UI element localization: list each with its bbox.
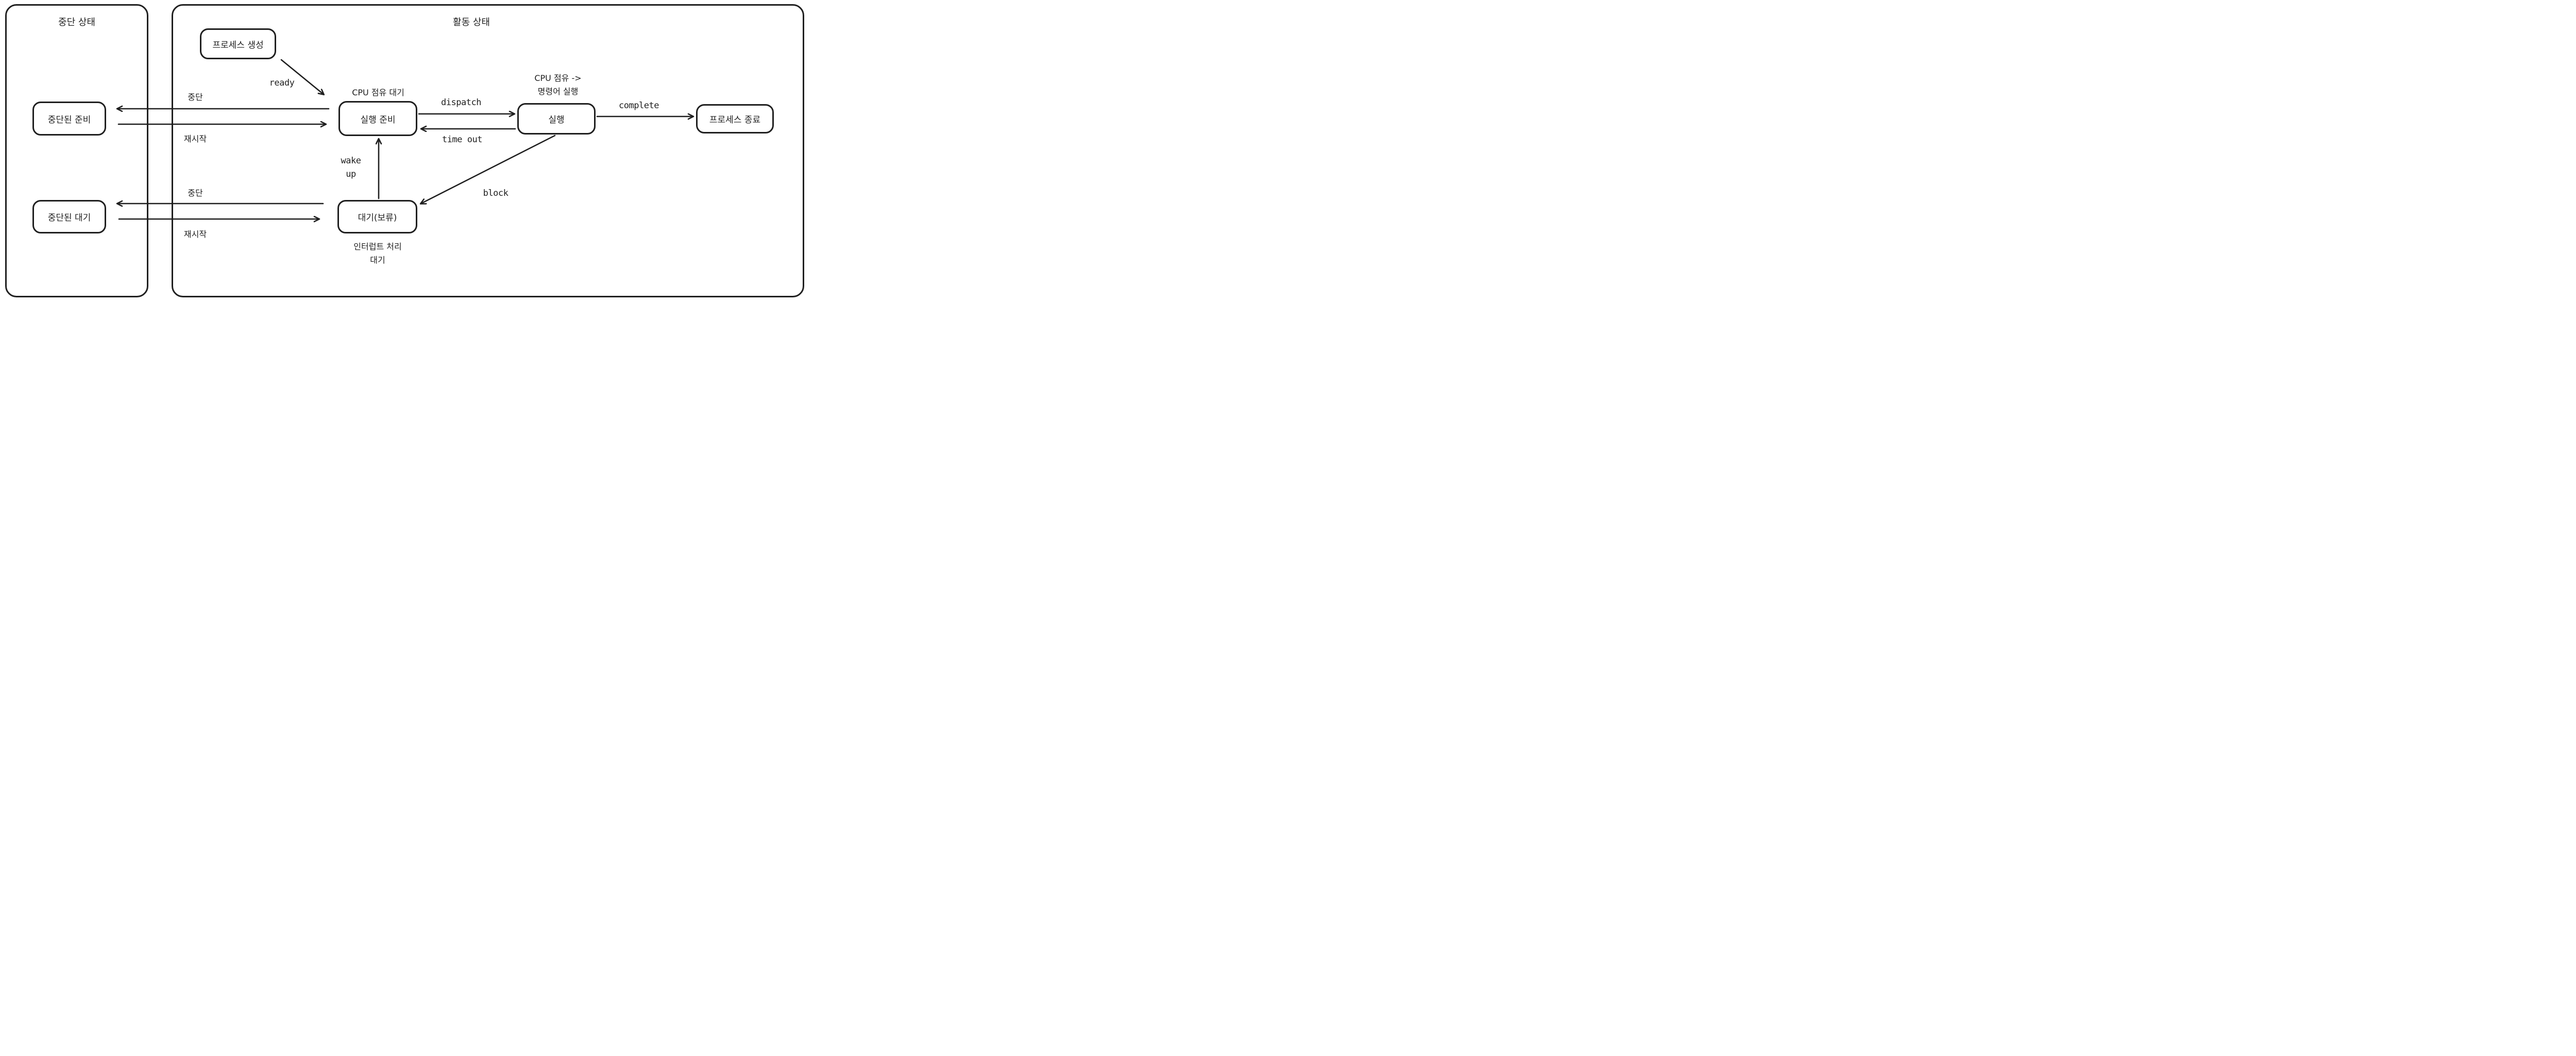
process-state-diagram: 중단 상태 활동 상태 프로세스 생성 중단된 준비 중단된 대기 실행 준비 … (0, 0, 808, 301)
suspended-states-title: 중단 상태 (56, 15, 97, 28)
state-box-terminated: 프로세스 종료 (696, 104, 774, 133)
arrow-block (421, 135, 556, 204)
label-dispatch: dispatch (441, 97, 481, 108)
state-box-running: 실행 (517, 103, 596, 135)
caption-cpu-run-line2: 명령어 실행 (537, 87, 579, 96)
caption-cpu-run: CPU 점유 -> 명령어 실행 (534, 72, 581, 98)
suspended-states-container (5, 4, 148, 297)
label-suspend-bottom: 중단 (188, 188, 203, 198)
state-box-process-create: 프로세스 생성 (200, 28, 276, 59)
label-resume-bottom: 재시작 (183, 229, 207, 239)
label-suspend-top: 중단 (188, 92, 203, 102)
label-complete: complete (619, 100, 659, 111)
caption-interrupt-wait: 인터럽트 처리 대기 (353, 240, 401, 267)
state-box-ready: 실행 준비 (338, 101, 417, 136)
state-box-suspended-ready: 중단된 준비 (32, 102, 106, 136)
caption-interrupt-wait-line1: 인터럽트 처리 (353, 242, 402, 252)
label-wake-up-line1: wake (341, 156, 361, 166)
state-box-suspended-wait: 중단된 대기 (32, 200, 106, 233)
arrow-ready (280, 59, 324, 94)
caption-cpu-run-line1: CPU 점유 -> (534, 73, 582, 83)
active-states-container (172, 4, 804, 297)
arrow-layer (0, 59, 808, 301)
label-wake-up: wake up (341, 154, 361, 181)
caption-interrupt-wait-line2: 대기 (370, 255, 385, 265)
active-states-title: 활동 상태 (451, 15, 492, 28)
label-wake-up-line2: up (346, 169, 356, 179)
label-time-out: time out (442, 135, 482, 145)
caption-cpu-wait: CPU 점유 대기 (352, 88, 404, 97)
label-ready: ready (269, 78, 295, 88)
state-box-waiting: 대기(보류) (337, 200, 417, 233)
label-block: block (483, 188, 509, 198)
label-resume-top: 재시작 (183, 134, 207, 144)
